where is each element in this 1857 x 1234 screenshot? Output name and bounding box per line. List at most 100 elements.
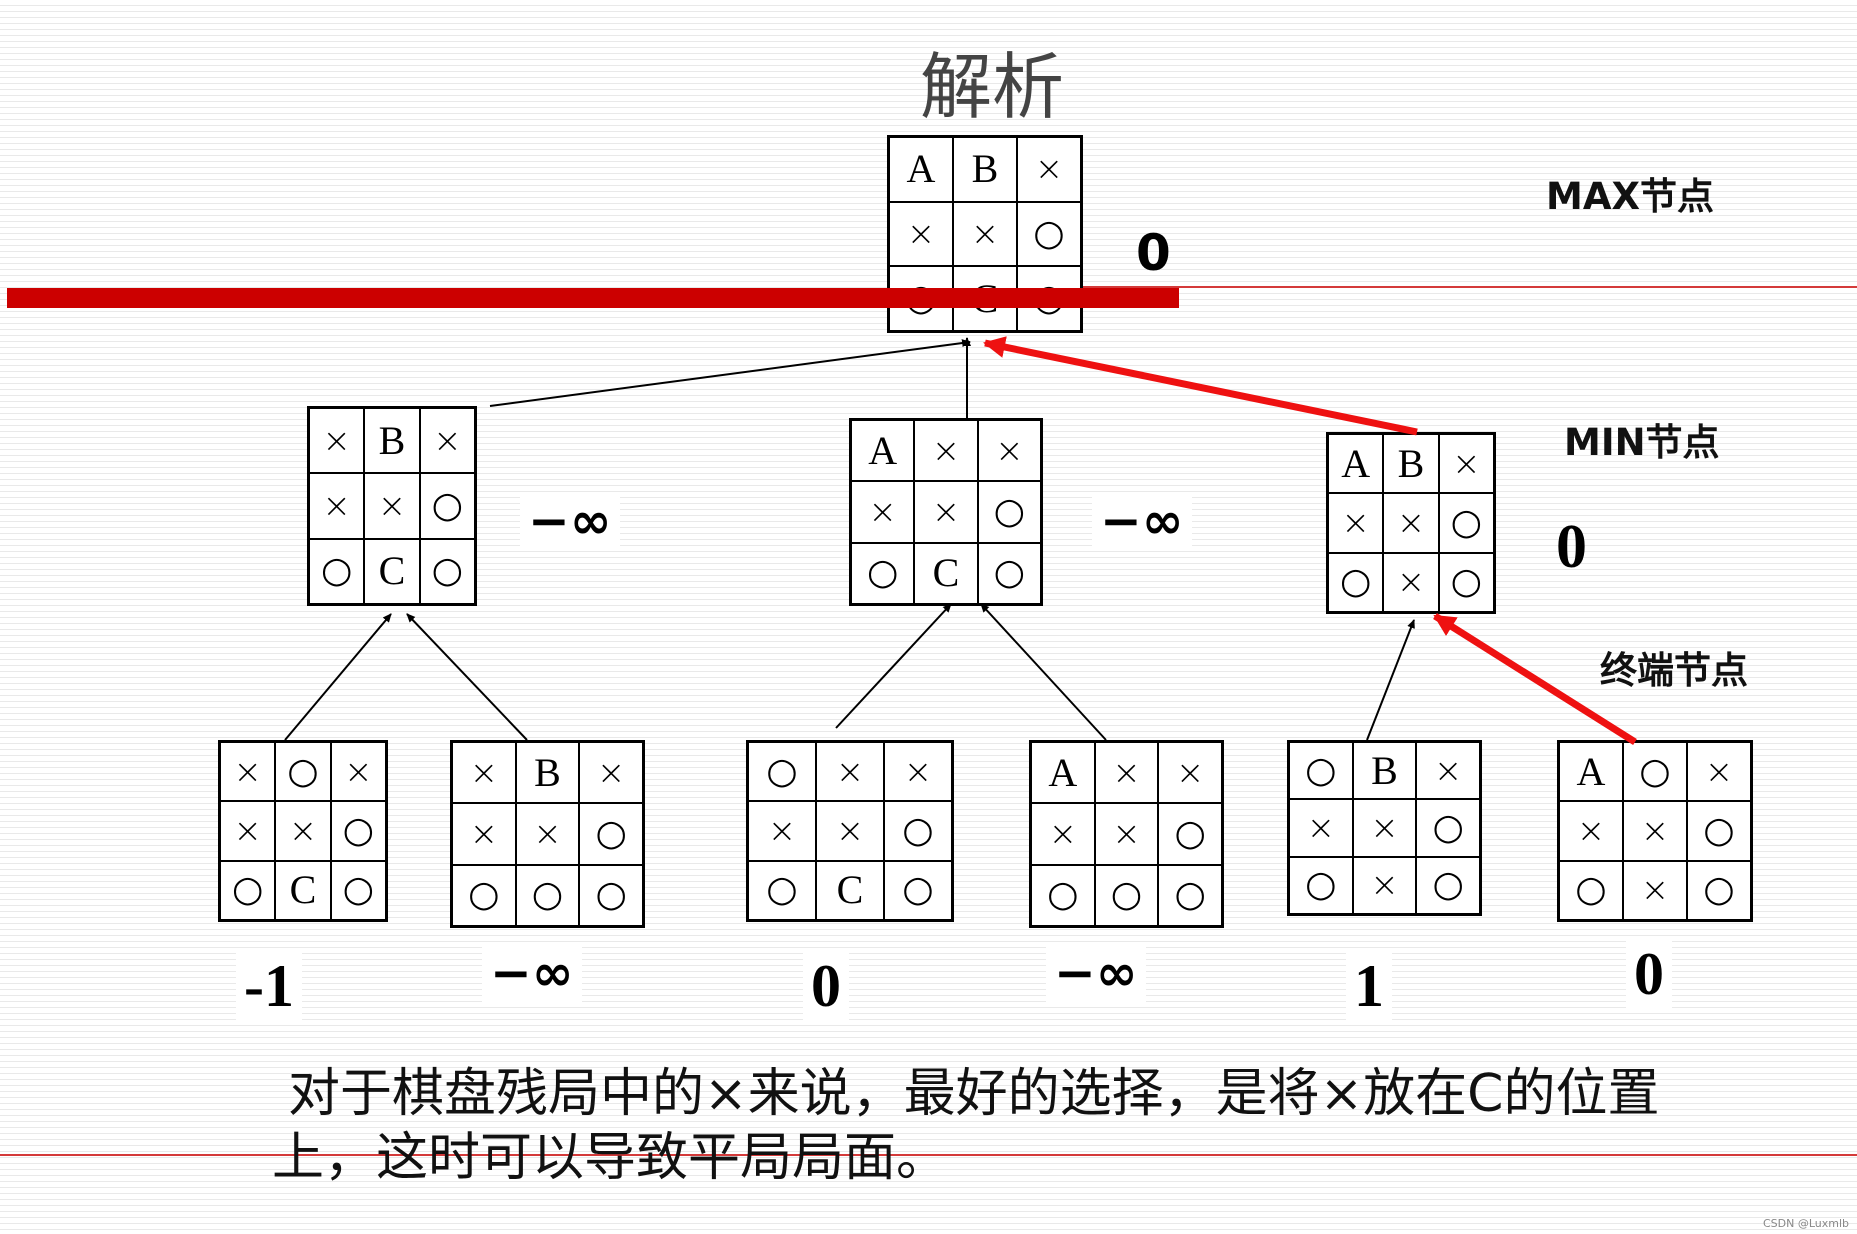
board-cell: ○ [579,864,643,926]
edge-leaf-2-to-min-left [406,613,528,741]
edge-leaf-6-to-min-right [1433,613,1637,745]
value-leaf-4: −∞ [1046,944,1146,1002]
board-cell: B [1352,742,1417,800]
board-cell: × [419,408,475,474]
board-cell: ○ [1687,801,1751,861]
board-cell: × [364,473,420,539]
board-cell: ○ [330,860,386,920]
board-cell: × [816,742,884,802]
board-leaf-6: A○×××○○×○ [1557,740,1753,922]
board-leaf-3: ○××××○○C○ [746,740,954,922]
board-cell: ○ [1438,552,1494,612]
board-cell: A [1328,434,1384,494]
board-cell: ○ [1289,856,1353,914]
board-cell: ○ [1289,742,1353,800]
board-min-mid: A××××○○C○ [849,418,1043,606]
board-cell: C [364,538,420,604]
board-cell: ○ [851,542,915,604]
board-cell: ○ [1416,856,1480,914]
board-cell: × [1017,137,1081,202]
value-leaf-2: −∞ [482,944,582,1002]
board-cell: × [1289,799,1353,857]
board-cell: × [889,201,953,267]
value-min-left: −∞ [520,492,620,550]
highlight-line [7,288,1179,308]
board-min-left: ×B×××○○C○ [307,406,477,606]
board-cell: × [1416,742,1480,800]
board-cell: × [452,803,516,865]
board-cell: ○ [220,860,276,920]
board-cell: × [1623,860,1687,920]
diagram-title: 解析 [920,45,1065,129]
board-cell: × [851,481,915,543]
board-cell: ○ [977,542,1041,604]
value-leaf-6: 0 [1626,940,1672,1009]
board-cell: A [1559,742,1623,802]
value-leaf-5: 1 [1346,952,1392,1021]
board-cell: ○ [579,803,643,865]
edge-leaf-5-to-min-right [1366,619,1415,741]
board-leaf-1: ×○×××○○C○ [218,740,388,922]
board-cell: × [309,408,365,474]
board-cell: × [1094,742,1159,804]
max-node-label: MAX节点 [1546,175,1714,218]
board-leaf-5: ○B×××○○×○ [1287,740,1482,916]
board-cell: × [1328,493,1384,553]
board-cell: ○ [884,860,952,920]
value-min-right: 0 [1556,513,1587,581]
edge-min-right-to-root [983,336,1418,436]
board-cell: ○ [1094,864,1159,926]
board-cell: ○ [1416,799,1480,857]
board-cell: × [1352,856,1417,914]
board-cell: × [452,742,516,804]
edge-leaf-4-to-min-mid [980,603,1107,741]
board-cell: C [275,860,331,920]
board-cell: × [220,742,276,802]
board-cell: A [851,420,915,482]
caption-line-2: 上，这时可以导致平局局面。 [272,1128,949,1188]
edge-leaf-1-to-min-left [284,613,392,741]
watermark: CSDN @Luxmlb [1762,1217,1849,1230]
board-cell: × [953,201,1017,267]
board-cell: ○ [275,742,331,802]
board-cell: ○ [884,801,952,861]
board-cell: ○ [309,538,365,604]
board-cell: × [884,742,952,802]
board-cell: × [579,742,643,804]
min-node-label: MIN节点 [1564,421,1720,464]
board-cell: ○ [1158,803,1222,865]
board-cell: × [1383,493,1439,553]
board-cell: ○ [1017,201,1081,267]
board-cell: ○ [1328,552,1384,612]
edge-min-left-to-root [489,339,971,407]
terminal-node-label: 终端节点 [1600,649,1748,692]
board-cell: × [1158,742,1222,804]
caption-line-1: 对于棋盘残局中的×来说，最好的选择，是将×放在C的位置 [288,1064,1660,1124]
board-cell: × [515,803,580,865]
board-cell: × [914,420,978,482]
board-cell: × [1383,552,1439,612]
board-cell: ○ [1158,864,1222,926]
board-cell: × [1031,803,1095,865]
board-leaf-4: A××××○○○○ [1029,740,1224,928]
board-cell: ○ [1438,493,1494,553]
board-cell: C [816,860,884,920]
board-cell: A [1031,742,1095,804]
board-cell: ○ [1031,864,1095,926]
value-leaf-3: 0 [803,952,849,1021]
board-cell: ○ [748,860,816,920]
board-cell: A [889,137,953,202]
board-cell: × [977,420,1041,482]
edge-leaf-3-to-min-mid [835,603,952,729]
value-leaf-1: -1 [236,952,302,1021]
board-cell: × [1687,742,1751,802]
board-cell: × [330,742,386,802]
board-cell: ○ [515,864,580,926]
board-cell: ○ [1623,742,1687,802]
board-cell: × [748,801,816,861]
board-cell: × [1559,801,1623,861]
board-cell: B [1383,434,1439,494]
